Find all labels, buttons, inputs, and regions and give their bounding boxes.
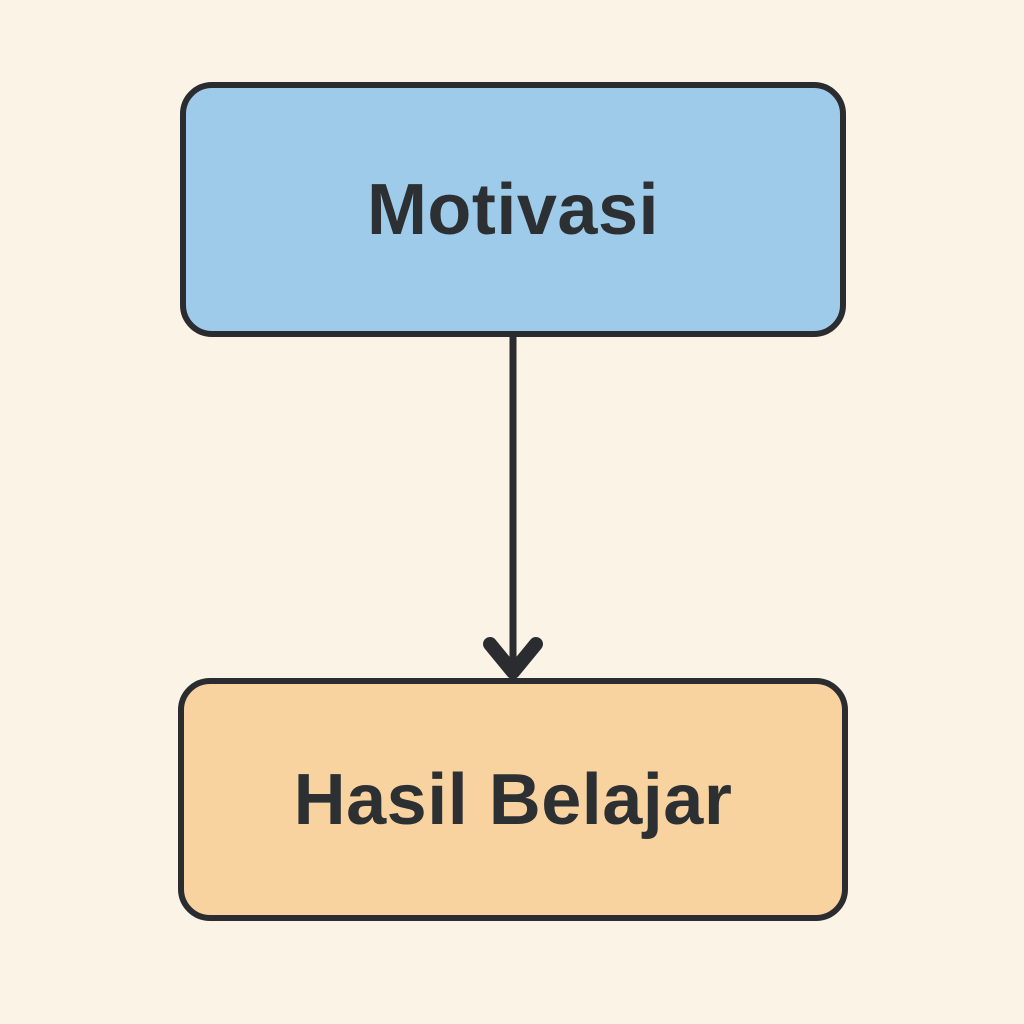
node-motivasi: Motivasi: [180, 82, 846, 337]
node-hasil-belajar: Hasil Belajar: [178, 678, 848, 921]
node-hasil-belajar-label: Hasil Belajar: [293, 759, 733, 840]
arrowhead-down-icon: [483, 637, 543, 679]
node-motivasi-label: Motivasi: [366, 169, 660, 250]
